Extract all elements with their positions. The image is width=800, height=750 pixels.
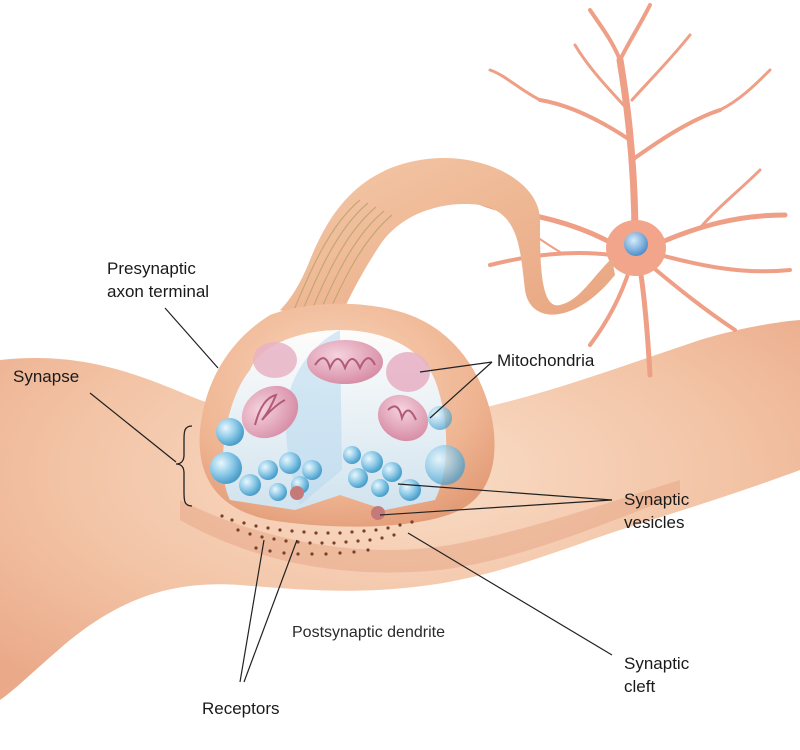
leader-presynaptic xyxy=(165,308,218,368)
mitochondrion xyxy=(253,342,297,378)
vesicle-fusing xyxy=(290,486,304,500)
synaptic-vesicle xyxy=(425,445,465,485)
neuron-nucleus xyxy=(624,232,648,256)
label-synapse: Synapse xyxy=(13,366,79,387)
synaptic-vesicle xyxy=(210,452,242,484)
label-postsynaptic-dendrite: Postsynaptic dendrite xyxy=(292,622,445,643)
synaptic-vesicle xyxy=(258,460,278,480)
vesicle-fusing xyxy=(371,506,385,520)
synaptic-vesicle xyxy=(269,483,287,501)
label-synaptic-cleft-line2: cleft xyxy=(624,676,655,697)
label-presynaptic-line1: Presynaptic xyxy=(107,258,196,279)
synaptic-vesicle xyxy=(371,479,389,497)
synaptic-vesicle xyxy=(399,479,421,501)
label-synaptic-vesicles-line1: Synaptic xyxy=(624,489,689,510)
synaptic-vesicle xyxy=(343,446,361,464)
synaptic-vesicle xyxy=(279,452,301,474)
label-mitochondria: Mitochondria xyxy=(497,350,594,371)
synaptic-vesicle xyxy=(302,460,322,480)
synaptic-vesicle xyxy=(361,451,383,473)
label-synaptic-cleft-line1: Synaptic xyxy=(624,653,689,674)
label-receptors: Receptors xyxy=(202,698,279,719)
label-presynaptic-line2: axon terminal xyxy=(107,281,209,302)
synaptic-vesicle xyxy=(348,468,368,488)
label-synaptic-vesicles-line2: vesicles xyxy=(624,512,684,533)
synaptic-vesicle xyxy=(382,462,402,482)
synaptic-vesicle xyxy=(239,474,261,496)
synaptic-vesicle xyxy=(216,418,244,446)
